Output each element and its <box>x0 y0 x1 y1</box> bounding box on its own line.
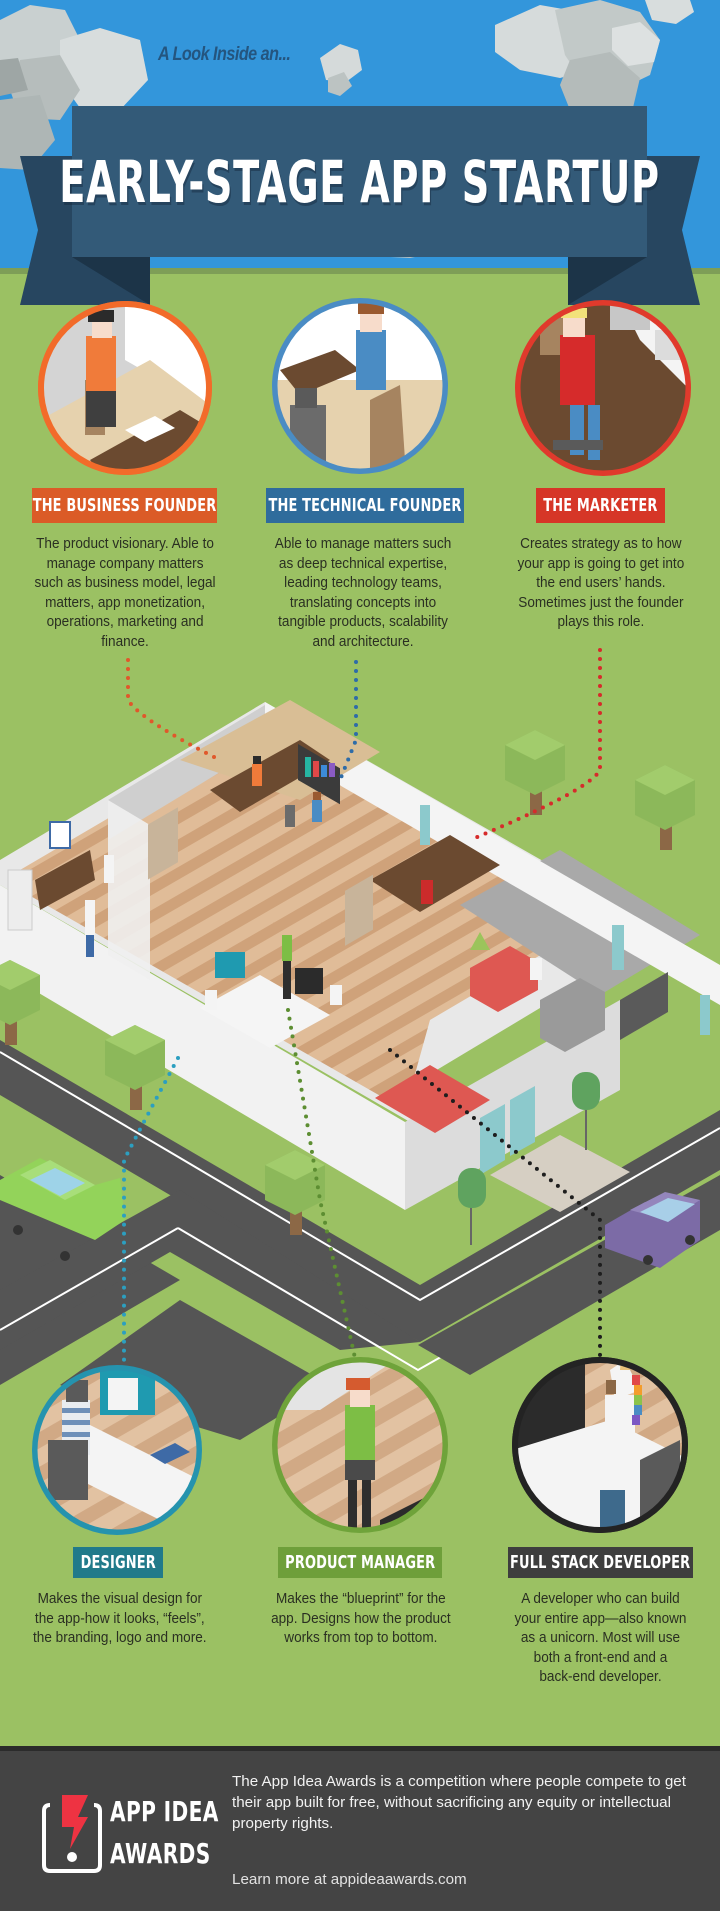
car-icon <box>0 1158 125 1261</box>
connector-full-stack-developer <box>388 1048 602 1357</box>
designer-portrait <box>32 1365 202 1535</box>
description-line: your app is going to get into <box>517 555 685 572</box>
logo-text-line1: APP IDEA <box>110 1795 219 1828</box>
description-line: Sometimes just the founder <box>518 594 684 611</box>
role-description-designer: Makes the visual design for the app-how … <box>10 1590 230 1649</box>
role-label-technical-founder: THE TECHNICAL FOUNDER <box>266 488 464 523</box>
description-line: Makes the “blueprint” for the <box>276 1591 446 1607</box>
description-line: both a front-end and a <box>533 1649 667 1666</box>
role-description-business-founder: The product visionary. Able to manage co… <box>12 535 238 653</box>
role-label-text: THE MARKETER <box>543 495 658 516</box>
logo-text-line2: AWARDS <box>110 1837 211 1870</box>
house-icon <box>0 700 720 1212</box>
header-subtitle: A Look Inside an... <box>158 44 291 65</box>
description-line: translating concepts into <box>289 594 437 611</box>
role-label-designer: DESIGNER <box>73 1547 163 1578</box>
description-line: the app-how it looks, “feels”, <box>35 1610 205 1627</box>
learn-more-link[interactable]: Learn more at appideaawards.com <box>232 1871 467 1888</box>
footer: APP IDEA AWARDS The App Idea Awards is a… <box>0 1746 720 1911</box>
page-title: EARLY-STAGE APP STARTUP <box>59 147 660 216</box>
description-line: Creates strategy as to how <box>520 536 682 552</box>
description-line: as a unicorn. Most will use <box>520 1630 680 1647</box>
role-description-technical-founder: Able to manage matters such as deep tech… <box>250 535 476 653</box>
role-description-product-manager: Makes the “blueprint” for the app. Desig… <box>250 1590 472 1649</box>
connector-technical-founder <box>338 660 358 782</box>
description-line: The product visionary. Able to <box>36 536 214 552</box>
description-line: matters, app monetization, <box>45 594 205 611</box>
car-icon <box>605 1192 700 1268</box>
description-line: as deep technical expertise, <box>278 555 448 572</box>
role-label-text: FULL STACK DEVELOPER <box>510 1552 691 1573</box>
cloud-icon <box>495 0 694 128</box>
person-icon <box>85 756 542 1010</box>
role-label-product-manager: PRODUCT MANAGER <box>278 1547 442 1578</box>
tree-icon <box>0 730 695 1245</box>
role-label-text: DESIGNER <box>80 1552 156 1573</box>
marketer-portrait <box>515 300 691 476</box>
description-line: leading technology teams, <box>284 575 442 592</box>
role-label-text: THE BUSINESS FOUNDER <box>32 495 217 516</box>
description-line: Makes the visual design for <box>37 1591 203 1607</box>
connector-business-founder <box>126 658 222 762</box>
role-label-text: PRODUCT MANAGER <box>284 1552 436 1573</box>
description-line: works from top to bottom. <box>284 1630 438 1647</box>
role-description-full-stack-developer: A developer who can build your entire ap… <box>494 1590 706 1688</box>
description-line: the end users’ hands. <box>536 575 666 592</box>
connector-designer <box>122 1056 180 1364</box>
connector-product-manager <box>286 1008 357 1360</box>
role-label-full-stack-developer: FULL STACK DEVELOPER <box>508 1547 693 1578</box>
role-label-business-founder: THE BUSINESS FOUNDER <box>32 488 217 523</box>
product-manager-portrait <box>272 1357 448 1533</box>
full-stack-developer-portrait <box>512 1357 688 1533</box>
role-label-marketer: THE MARKETER <box>536 488 665 523</box>
business-founder-portrait <box>38 301 212 475</box>
title-banner <box>20 106 700 305</box>
cloud-icon <box>0 5 148 170</box>
description-line: tangible products, scalability <box>278 614 448 631</box>
description-line: the branding, logo and more. <box>33 1630 207 1647</box>
description-line: app. Designs how the product <box>271 1610 451 1627</box>
app-idea-awards-logo-icon <box>42 1795 102 1873</box>
role-description-marketer: Creates strategy as to how your app is g… <box>490 535 712 633</box>
description-line: finance. <box>101 633 149 650</box>
description-line: Able to manage matters such <box>274 536 452 552</box>
role-label-text: THE TECHNICAL FOUNDER <box>268 495 462 516</box>
description-line: A developer who can build <box>520 1591 680 1607</box>
description-line: manage company matters <box>46 555 204 572</box>
description-line: back-end developer. <box>538 1669 662 1686</box>
description-line: your entire app—also known <box>513 1610 687 1627</box>
technical-founder-portrait <box>272 298 448 474</box>
cloud-icon <box>320 44 362 96</box>
description-line: plays this role. <box>557 614 645 631</box>
footer-description: The App Idea Awards is a competition whe… <box>232 1773 686 1832</box>
description-line: operations, marketing and <box>46 614 204 631</box>
description-line: and architecture. <box>312 633 414 650</box>
connector-marketer <box>468 648 602 842</box>
description-line: such as business model, legal <box>34 575 216 592</box>
